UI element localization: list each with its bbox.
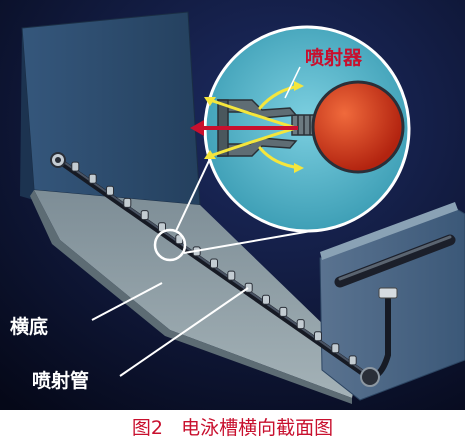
nozzle bbox=[244, 282, 253, 293]
sprayer-body-top bbox=[216, 99, 298, 119]
spray-pipe bbox=[55, 157, 373, 381]
nozzle bbox=[296, 319, 305, 330]
sprayer-body-bottom bbox=[216, 137, 298, 157]
nozzle bbox=[348, 355, 357, 366]
spray-pipe-leader bbox=[119, 287, 249, 377]
sprayer-ball bbox=[311, 80, 405, 174]
spray-pipe-label: 喷射管 bbox=[32, 370, 90, 392]
nozzle bbox=[314, 331, 322, 342]
tank-bottom-leader bbox=[91, 282, 163, 321]
tank-right-wall-top bbox=[320, 202, 458, 260]
sprayer-detail bbox=[190, 66, 405, 174]
nozzle-row bbox=[71, 161, 357, 366]
sprayer-label: 喷射器 bbox=[305, 47, 363, 69]
nozzle bbox=[262, 294, 270, 305]
nozzle bbox=[71, 161, 80, 172]
nozzle bbox=[210, 258, 218, 269]
tank-left-side bbox=[20, 28, 34, 200]
pipe-elbow bbox=[360, 367, 380, 387]
pipe-clamp bbox=[378, 287, 398, 299]
nozzle bbox=[123, 197, 132, 208]
nozzle bbox=[279, 306, 288, 317]
nozzle bbox=[140, 210, 149, 221]
figure-caption: 图2 电泳槽横向截面图 bbox=[131, 417, 334, 439]
nozzle bbox=[106, 185, 114, 196]
tank-cross-section-illustration bbox=[0, 0, 465, 410]
sprayer-label-pointer bbox=[284, 66, 301, 99]
tank-bottom-label: 横底 bbox=[10, 316, 49, 338]
right-wall-rail bbox=[334, 234, 456, 288]
nozzle-highlight-circle bbox=[153, 228, 187, 262]
nozzle bbox=[331, 343, 340, 354]
tank-floor bbox=[34, 190, 360, 398]
nozzle bbox=[227, 270, 236, 281]
tank-back-wall bbox=[21, 11, 201, 206]
nozzle bbox=[88, 173, 97, 184]
